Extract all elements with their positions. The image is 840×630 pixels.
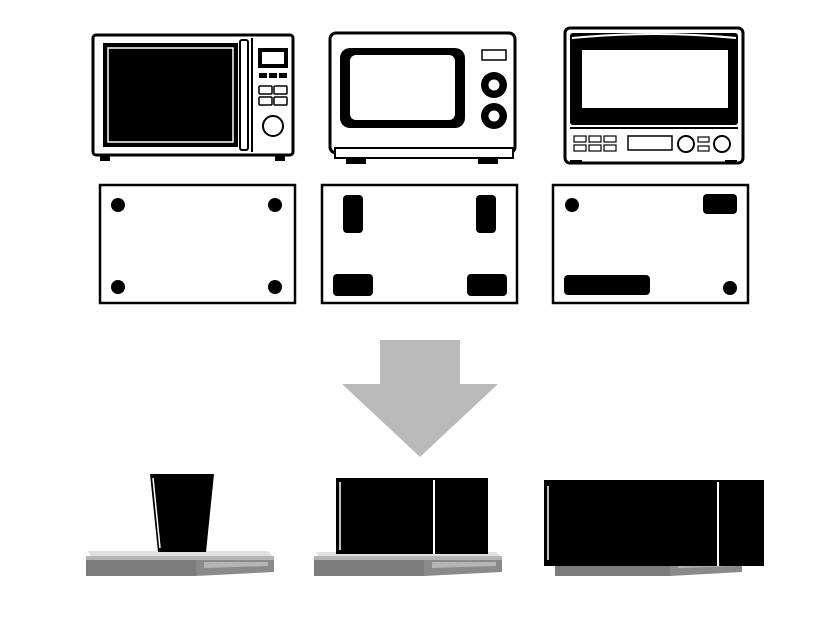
four-rect-feet-footprint-icon	[320, 183, 519, 305]
stand-with-large-load-icon	[544, 480, 764, 576]
down-arrow-icon	[342, 340, 498, 457]
stand-with-small-load-icon	[86, 474, 274, 576]
four-round-feet-footprint-icon	[98, 183, 297, 305]
mixed-feet-footprint-icon	[551, 183, 750, 305]
microwave-digital-icon	[91, 33, 295, 161]
stand-with-medium-load-icon	[314, 478, 502, 576]
microwave-dial-icon	[328, 31, 517, 164]
toaster-oven-icon	[563, 26, 745, 165]
